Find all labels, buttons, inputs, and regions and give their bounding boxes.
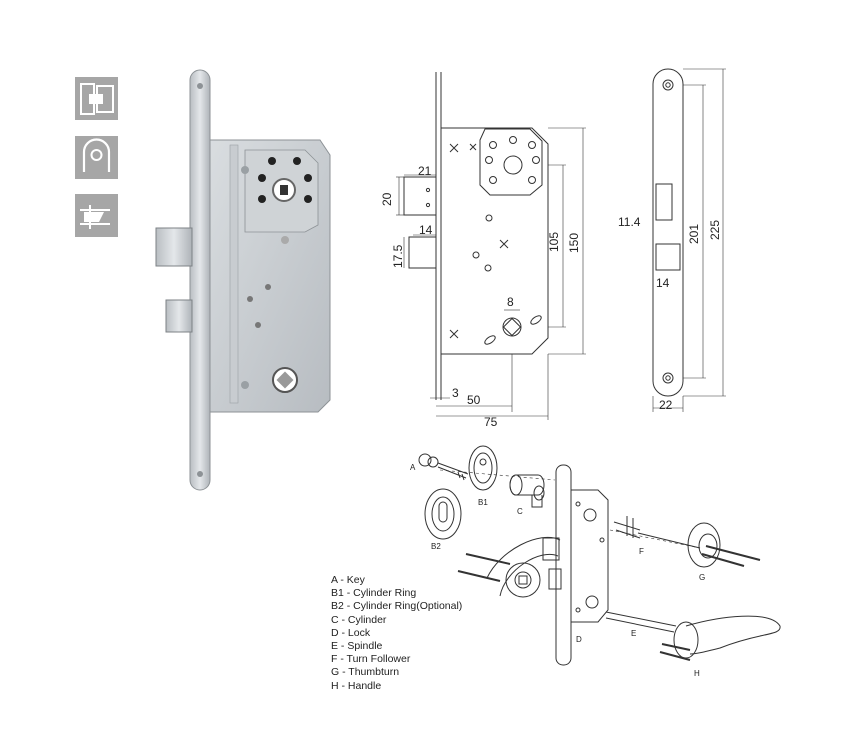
arch-profile-icon <box>75 136 118 179</box>
legend-item: B2 - Cylinder Ring(Optional) <box>331 600 463 613</box>
label-a: A <box>410 463 416 472</box>
legend-item: C - Cylinder <box>331 613 387 626</box>
legend-item: D - Lock <box>331 626 371 639</box>
lock-body-illustration <box>155 69 331 491</box>
label-d: D <box>576 635 582 644</box>
key-part <box>418 453 469 481</box>
dim-spacing: 201 <box>687 224 701 244</box>
dim-length: 225 <box>708 220 722 240</box>
optional-ring-part <box>424 488 462 540</box>
label-f: F <box>639 547 644 556</box>
parts-legend: A - Key B1 - Cylinder Ring B2 - Cylinder… <box>331 574 462 693</box>
lock-part <box>542 464 609 666</box>
dim-width: 22 <box>659 398 673 412</box>
legend-item: B1 - Cylinder Ring <box>331 587 417 600</box>
latch-bolt-icon <box>75 194 118 237</box>
hinge-door-icon <box>75 77 118 120</box>
legend-item: F - Turn Follower <box>331 653 411 666</box>
dim-backset: 50 <box>467 393 481 407</box>
dim-total-height: 150 <box>567 233 581 253</box>
dim-slot: 11.4 <box>618 215 641 229</box>
label-b2: B2 <box>431 542 441 551</box>
dim-forend: 3 <box>452 386 459 400</box>
legend-item: H - Handle <box>331 679 382 692</box>
front-view-drawing <box>396 72 586 420</box>
label-h: H <box>694 669 700 678</box>
side-view-drawing <box>652 68 726 412</box>
label-c: C <box>517 507 523 516</box>
dim-deadbolt-width: 14 <box>419 223 433 237</box>
label-g: G <box>699 573 705 582</box>
dim-latch-width: 21 <box>418 164 432 178</box>
legend-item: G - Thumbturn <box>331 666 400 679</box>
cylinder-part <box>509 474 545 508</box>
legend-item: A - Key <box>331 574 365 586</box>
label-e: E <box>631 629 636 638</box>
dim-lower-center: 105 <box>547 232 561 252</box>
legend-item: E - Spindle <box>331 640 383 653</box>
dim-deadbolt-height: 17.5 <box>391 244 405 268</box>
cylinder-ring-part <box>468 445 498 491</box>
dim-case-width: 75 <box>484 415 498 429</box>
label-b1: B1 <box>478 498 488 507</box>
dim-latch-height: 20 <box>380 192 394 206</box>
dim-opening: 14 <box>656 276 670 290</box>
dim-spindle: 8 <box>507 295 514 309</box>
exploded-assembly <box>418 445 781 666</box>
